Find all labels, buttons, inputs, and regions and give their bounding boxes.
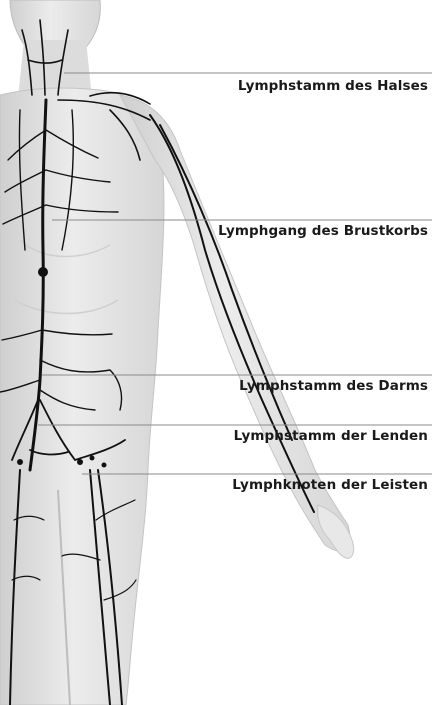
label-inguinal-lymph-nodes: Lymphknoten der Leisten [232, 477, 428, 493]
label-neck-lymph-trunk: Lymphstamm des Halses [238, 78, 428, 94]
label-thoracic-duct: Lymphgang des Brustkorbs [218, 223, 428, 239]
label-intestinal-lymph-trunk: Lymphstamm des Darms [239, 378, 428, 394]
cisterna-chyli [38, 267, 48, 277]
label-lumbar-lymph-trunk: Lymphstamm der Lenden [234, 428, 428, 444]
body-silhouette [0, 0, 354, 705]
